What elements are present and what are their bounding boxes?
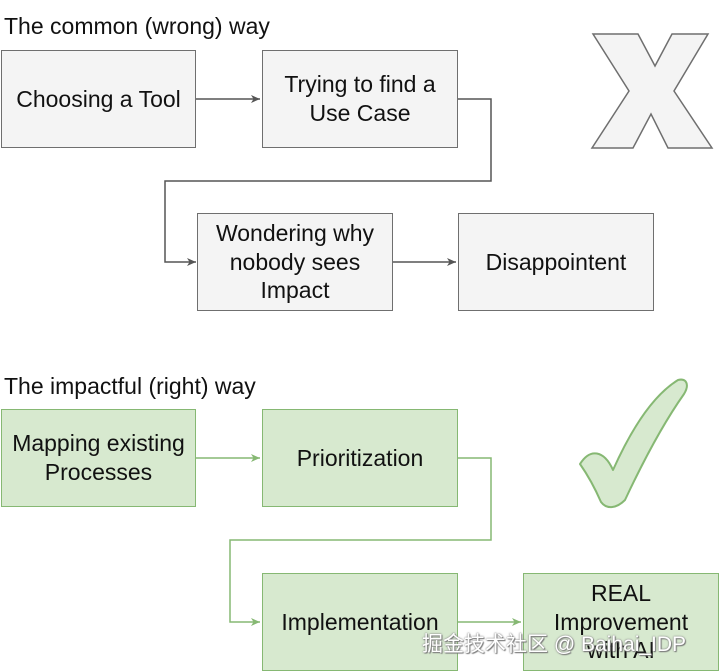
step-choosing-a-tool: Choosing a Tool xyxy=(1,50,196,148)
step-mapping-existing-processes: Mapping existing Processes xyxy=(1,409,196,507)
arrow-prioritization-to-implementation xyxy=(229,457,492,626)
right-way-title: The impactful (right) way xyxy=(4,373,256,399)
step-implementation: Implementation xyxy=(262,573,458,671)
step-disappointent: Disappointent xyxy=(458,213,654,311)
arrow-trying-to-wondering xyxy=(164,98,492,266)
step-trying-to-find-use-case: Trying to find a Use Case xyxy=(262,50,458,148)
check-mark-icon xyxy=(579,378,688,508)
step-prioritization: Prioritization xyxy=(262,409,458,507)
watermark: 掘金技术社区 @ Baihai_IDP xyxy=(422,633,687,656)
x-mark-icon xyxy=(590,33,714,149)
step-wondering-why-no-impact: Wondering why nobody sees Impact xyxy=(197,213,393,311)
wrong-way-title: The common (wrong) way xyxy=(4,13,270,39)
